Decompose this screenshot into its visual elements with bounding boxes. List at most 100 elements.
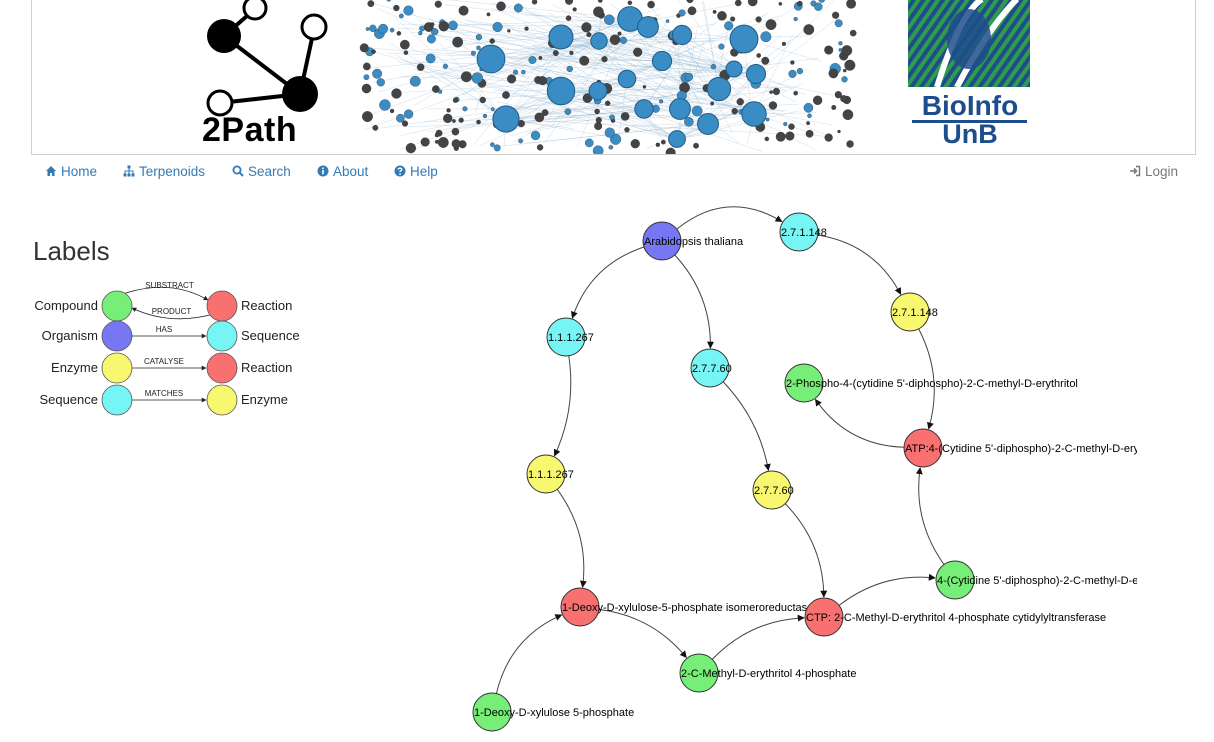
sign-in-icon xyxy=(1129,165,1141,177)
network-node-dot xyxy=(772,87,780,96)
graph-node-reaction[interactable]: ATP:4-(Cytidine 5'-diphospho)-2-C-methyl… xyxy=(903,428,1214,468)
graph-node-label: 2.7.7.60 xyxy=(754,485,794,497)
network-node-dot xyxy=(630,139,640,149)
graph-node-circle[interactable] xyxy=(642,221,682,261)
graph-node-circle[interactable] xyxy=(560,587,600,627)
nav-search-link[interactable]: Search xyxy=(232,164,291,179)
legend-relation-label: HAS xyxy=(156,325,172,334)
network-node-dot xyxy=(438,21,449,32)
network-node-dot xyxy=(608,145,614,150)
graph-node-label: 1.1.1.267 xyxy=(548,332,594,344)
graph-node-organism[interactable]: Arabidopsis thaliana xyxy=(642,221,744,261)
network-hub-dot xyxy=(548,24,574,50)
graph-edge xyxy=(838,573,936,606)
network-node-dot xyxy=(398,13,404,19)
network-node-dot xyxy=(793,16,798,22)
network-node-dot xyxy=(443,113,453,124)
graph-node-compound[interactable]: 2-C-Methyl-D-erythritol 4-phosphate xyxy=(679,653,856,693)
network-node-dot xyxy=(452,36,464,48)
network-node-dot xyxy=(761,56,770,65)
nav-home-link[interactable]: Home xyxy=(45,164,97,179)
graph-node-enzyme[interactable]: 2.7.1.148 xyxy=(890,292,938,332)
network-node-dot xyxy=(846,0,856,9)
network-node-dot xyxy=(437,137,449,148)
graph-node-circle[interactable] xyxy=(472,692,512,732)
graph-node-enzyme[interactable]: 2.7.7.60 xyxy=(752,470,794,510)
network-node-dot xyxy=(597,0,603,3)
network-node-dot xyxy=(849,29,857,37)
nav-login-link[interactable]: Login xyxy=(1129,164,1178,179)
network-node-dot xyxy=(470,50,476,56)
network-node-dot xyxy=(359,43,369,53)
network-node-dot xyxy=(458,117,464,123)
network-node-dot xyxy=(462,106,468,112)
network-node-dot xyxy=(624,127,630,133)
graph-node-compound[interactable]: 1-Deoxy-D-xylulose 5-phosphate xyxy=(472,692,634,732)
legend-relation-label: PRODUCT xyxy=(152,307,192,316)
graph-node-circle[interactable] xyxy=(779,212,819,252)
graph-node-sequence[interactable]: 1.1.1.267 xyxy=(546,317,594,357)
network-node-dot xyxy=(432,85,440,93)
question-circle-icon xyxy=(394,165,406,177)
graph-node-circle[interactable] xyxy=(890,292,930,332)
network-node-dot xyxy=(678,9,686,17)
graph-node-reaction[interactable]: 1-Deoxy-D-xylulose-5-phosphate isomerore… xyxy=(560,587,813,627)
graph-node-reaction[interactable]: CTP: 2-C-Methyl-D-erythritol 4-phosphate… xyxy=(804,597,1106,637)
network-node-dot xyxy=(633,47,643,57)
nav-help-link[interactable]: Help xyxy=(394,164,438,179)
graph-node-circle[interactable] xyxy=(690,348,730,388)
graph-node-circle[interactable] xyxy=(546,317,586,357)
network-node-dot xyxy=(530,130,541,141)
graph-node-circle[interactable] xyxy=(804,597,844,637)
graph-node-sequence[interactable]: 2.7.7.60 xyxy=(690,348,732,388)
graph-node-sequence[interactable]: 2.7.1.148 xyxy=(779,212,827,252)
network-node-dot xyxy=(783,122,788,127)
network-node-dot xyxy=(660,139,666,145)
network-node-dot xyxy=(730,16,736,22)
network-node-dot xyxy=(718,43,725,50)
network-banner-image xyxy=(359,0,857,154)
network-node-dot xyxy=(594,108,600,115)
network-node-dot xyxy=(490,107,495,112)
network-node-dot xyxy=(581,22,592,33)
network-node-dot xyxy=(609,34,621,45)
nav-about-link[interactable]: About xyxy=(317,164,368,179)
nav-login-label: Login xyxy=(1144,164,1178,179)
network-node-dot xyxy=(431,28,439,36)
graph-node-circle[interactable] xyxy=(526,454,566,494)
graph-node-label: ATP:4-(Cytidine 5'-diphospho)-2-C-methyl… xyxy=(905,443,1214,455)
network-node-dot xyxy=(788,123,795,130)
network-hub-dot xyxy=(725,60,743,78)
graph-node-label: 2.7.1.148 xyxy=(781,227,827,239)
network-node-dot xyxy=(747,0,758,7)
network-node-dot xyxy=(524,26,529,31)
graph-node-enzyme[interactable]: 1.1.1.267 xyxy=(526,454,574,494)
graph-node-circle[interactable] xyxy=(903,428,943,468)
graph-node-circle[interactable] xyxy=(935,560,975,600)
nav-search-label: Search xyxy=(248,164,291,179)
network-node-dot xyxy=(609,114,615,121)
nav-terpenoids-link[interactable]: Terpenoids xyxy=(123,164,205,179)
network-node-dot xyxy=(552,50,559,56)
network-node-dot xyxy=(659,99,664,104)
graph-node-circle[interactable] xyxy=(784,363,824,403)
graph-edge xyxy=(676,206,783,230)
network-node-dot xyxy=(476,45,481,51)
legend-swatch xyxy=(206,320,238,352)
graph-node-compound[interactable]: 4-(Cytidine 5'-diphospho)-2-C-methyl-D-e… xyxy=(935,560,1174,600)
network-node-dot xyxy=(793,90,798,96)
network-node-dot xyxy=(538,56,543,60)
network-node-dot xyxy=(531,0,538,5)
network-node-dot xyxy=(393,4,400,12)
graph-node-compound[interactable]: 2-Phospho-4-(cytidine 5'-diphospho)-2-C-… xyxy=(784,363,1078,403)
graph-node-circle[interactable] xyxy=(752,470,792,510)
graph-node-circle[interactable] xyxy=(679,653,719,693)
network-hub-dot xyxy=(671,24,693,46)
network-node-dot xyxy=(471,72,483,84)
legend-swatch xyxy=(206,352,238,384)
network-node-dot xyxy=(627,0,633,6)
network-node-dot xyxy=(790,60,795,65)
legend-title: Labels xyxy=(33,236,110,266)
